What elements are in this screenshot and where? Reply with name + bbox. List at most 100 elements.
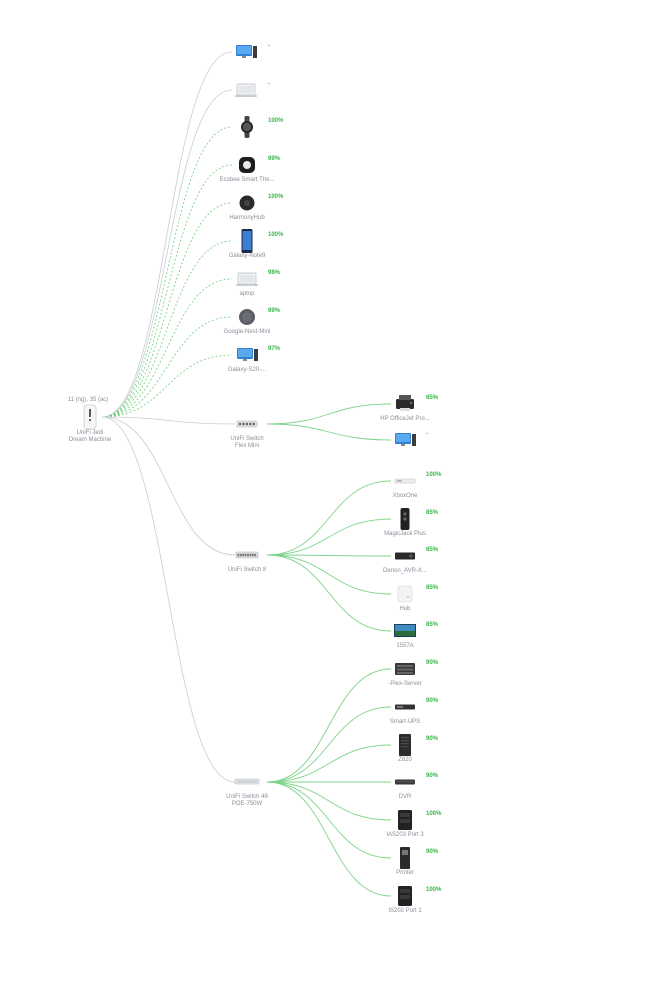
switch-client-signal: 90% [426, 736, 439, 742]
switch-uplink [101, 416, 236, 556]
switch-client-server-icon[interactable] [395, 663, 415, 675]
switch-client-printer-icon[interactable] [396, 395, 414, 411]
switch-client-link [266, 706, 392, 783]
switch-uplink [101, 416, 236, 783]
direct-client-desktop-icon[interactable] [236, 45, 257, 58]
switch-name-line2: Flex Mini [235, 443, 259, 449]
gateway-name-line2: Dream Machine [69, 437, 112, 443]
switch-client-link [266, 781, 392, 859]
wifi-client-label: Galaxy-Note9 [229, 253, 266, 259]
switch-client-label: 1557A [396, 643, 413, 649]
wifi-client-link [101, 316, 233, 418]
switch-client-link [266, 403, 392, 425]
switch-client-label: IAS203 Port 3 [386, 832, 424, 838]
wifi-client-desktop-icon[interactable] [237, 348, 258, 361]
switch-client-link [266, 518, 392, 556]
switch-client-label: Hub [399, 606, 411, 612]
wifi-client-signal: 97% [268, 346, 281, 352]
switch-node-switch-flex-mini-icon[interactable] [236, 420, 258, 428]
switch-client-link [266, 554, 392, 595]
switch-client-signal: 85% [426, 395, 439, 401]
switch-client-av-receiver-icon[interactable] [395, 552, 415, 560]
switch-client-label: HP OfficeJet Pro... [380, 416, 430, 422]
switch-client-label: Denon_AVR-X... [383, 568, 427, 574]
switch-client-tv-icon[interactable] [394, 624, 416, 637]
switch-client-signal: 100% [426, 887, 442, 893]
direct-client-badge: - [268, 43, 270, 49]
wifi-client-signal: 99% [268, 156, 281, 162]
wifi-client-smart-speaker-icon[interactable] [239, 309, 255, 325]
wifi-client-label: Ecobee Smart The... [220, 177, 275, 183]
switch-client-label: Z620 [398, 757, 412, 763]
switch-client-printer-tower-icon[interactable] [400, 847, 410, 869]
switch-client-hub-device-icon[interactable] [397, 585, 413, 603]
direct-client-link [101, 51, 233, 418]
switch-client-ups-icon[interactable] [395, 704, 415, 710]
wifi-client-signal: 100% [268, 118, 284, 124]
switch-client-link [266, 423, 392, 441]
switch-node-switch-8-icon[interactable] [235, 551, 259, 559]
switch-client-label: DVR [399, 794, 412, 800]
wifi-client-label: aptop [239, 291, 255, 297]
switch-client-signal: 90% [426, 849, 439, 855]
gateway-node-gateway-tower-icon[interactable] [83, 404, 97, 430]
switch-client-badge: - [426, 431, 428, 437]
switch-node-switch-48-icon[interactable] [234, 778, 260, 785]
wifi-client-link [101, 278, 233, 418]
switch-client-link [266, 668, 392, 783]
switch-client-label: Printer [396, 870, 414, 876]
wifi-client-smartphone-icon[interactable] [241, 229, 253, 253]
wifi-client-label: Galaxy-S20-... [228, 367, 267, 373]
switch-client-link [266, 744, 392, 783]
wifi-client-link [101, 126, 233, 418]
switch-name-line2: POE-750W [232, 801, 263, 807]
switch-client-phone-adapter-icon[interactable] [400, 508, 410, 530]
switch-client-link [266, 781, 392, 897]
switch-client-signal: 90% [426, 698, 439, 704]
switch-client-tower-pc-icon[interactable] [399, 734, 411, 756]
switch-client-signal: 90% [426, 660, 439, 666]
switch-client-signal: 100% [426, 472, 442, 478]
switch-client-dvr-icon[interactable] [395, 779, 415, 785]
switch-client-signal: 85% [426, 510, 439, 516]
wifi-client-signal: 100% [268, 194, 284, 200]
wifi-client-label: HarmonyHub [229, 215, 265, 221]
switch-client-signal: 90% [426, 773, 439, 779]
direct-client-badge: - [268, 81, 270, 87]
wifi-client-laptop-icon[interactable] [236, 272, 258, 286]
wifi-client-smartwatch-icon[interactable] [241, 116, 253, 138]
switch-client-label: XboxOne [392, 493, 418, 499]
switch-client-nas-icon[interactable] [398, 886, 412, 906]
switch-client-signal: 85% [426, 585, 439, 591]
switch-name-line1: UniFi Switch 8 [228, 567, 267, 573]
gateway-stats-label: 11 (ng), 35 (ac) [68, 397, 109, 403]
switch-client-link [266, 554, 392, 632]
switch-client-signal: 100% [426, 811, 442, 817]
switch-client-desktop-icon[interactable] [395, 433, 416, 446]
switch-client-nas-icon[interactable] [398, 810, 412, 830]
direct-client-link [101, 89, 233, 418]
switch-client-label: -Plex-Server [388, 681, 421, 687]
switch-client-game-console-icon[interactable] [394, 478, 416, 484]
wifi-client-signal: 99% [268, 308, 281, 314]
direct-client-laptop-icon[interactable] [235, 83, 257, 97]
wifi-client-link [101, 202, 233, 418]
wifi-client-signal: 100% [268, 232, 284, 238]
switch-uplink [101, 416, 236, 425]
wifi-client-link [101, 164, 233, 418]
wifi-client-link [101, 240, 233, 418]
switch-client-link [266, 480, 392, 556]
switch-client-signal: 85% [426, 622, 439, 628]
switch-name-line1: UniFi Switch [230, 436, 263, 442]
wifi-client-link [101, 354, 233, 418]
wifi-client-label: Google-Nest-Mini [224, 329, 271, 335]
topology-links [101, 51, 392, 897]
switch-client-label: Smart-UPS [390, 719, 420, 725]
wifi-client-thermostat-icon[interactable] [239, 157, 255, 173]
switch-client-label: MagicJack Plus [384, 531, 426, 537]
wifi-client-hub-remote-icon[interactable] [239, 195, 255, 211]
switch-name-line1: UniFi Switch 48 [226, 794, 268, 800]
gateway-name-line1: UniFi Jedi [77, 430, 104, 436]
